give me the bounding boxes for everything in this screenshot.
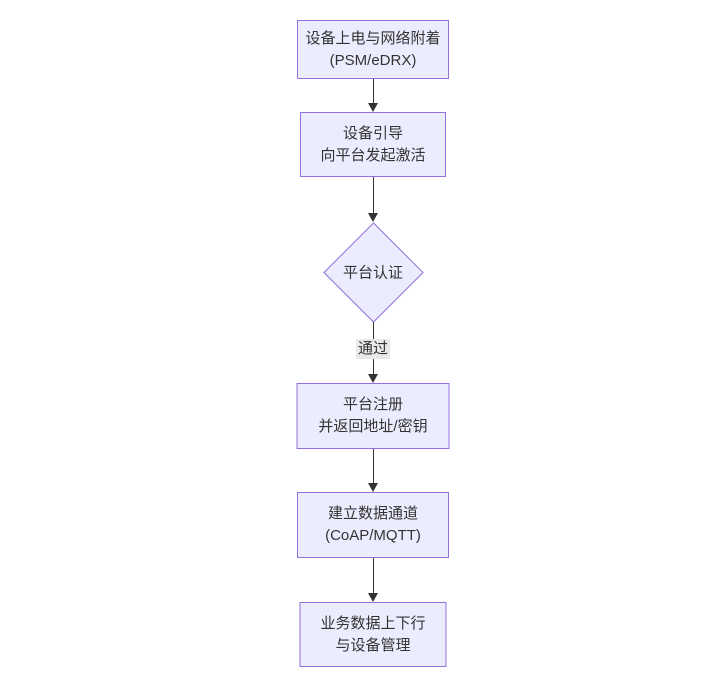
arrowhead-icon xyxy=(368,483,378,492)
node-power-network-attach: 设备上电与网络附着 (PSM/eDRX) xyxy=(297,20,449,79)
edge-3: 通过 xyxy=(355,322,391,383)
edge-1 xyxy=(366,79,380,112)
node-text-line: 与设备管理 xyxy=(335,636,411,654)
node-device-bootstrap: 设备引导 向平台发起激活 xyxy=(300,112,446,177)
node-text-line: 平台注册 xyxy=(342,396,403,413)
node-business-data: 业务数据上下行 与设备管理 xyxy=(299,602,447,667)
node-text-line: (PSM/eDRX) xyxy=(329,51,417,69)
node-text-line: 设备引导 xyxy=(342,124,403,142)
edge-line xyxy=(372,449,374,483)
arrowhead-icon xyxy=(368,213,378,222)
node-text-line: 并返回地址/密钥 xyxy=(318,418,428,435)
edge-line xyxy=(372,177,374,213)
edge-5 xyxy=(366,558,380,602)
arrowhead-icon xyxy=(368,374,378,383)
node-platform-register: 平台注册 并返回地址/密钥 xyxy=(296,383,450,449)
node-text-line: 平台认证 xyxy=(342,264,404,282)
node-text-line: (CoAP/MQTT) xyxy=(325,527,421,544)
edge-4 xyxy=(366,449,380,492)
edge-line xyxy=(372,79,374,103)
node-text-line: 建立数据通道 xyxy=(327,505,418,522)
node-text-line: 业务数据上下行 xyxy=(320,614,426,632)
node-data-channel: 建立数据通道 (CoAP/MQTT) xyxy=(297,492,449,558)
arrowhead-icon xyxy=(368,593,378,602)
edge-line xyxy=(372,558,374,593)
edge-label: 通过 xyxy=(355,339,391,359)
node-text-line: 设备上电与网络附着 xyxy=(305,29,441,47)
node-text-line: 向平台发起激活 xyxy=(320,146,426,164)
node-platform-auth: 平台认证 xyxy=(322,221,424,323)
arrowhead-icon xyxy=(368,103,378,112)
edge-2 xyxy=(366,177,380,222)
